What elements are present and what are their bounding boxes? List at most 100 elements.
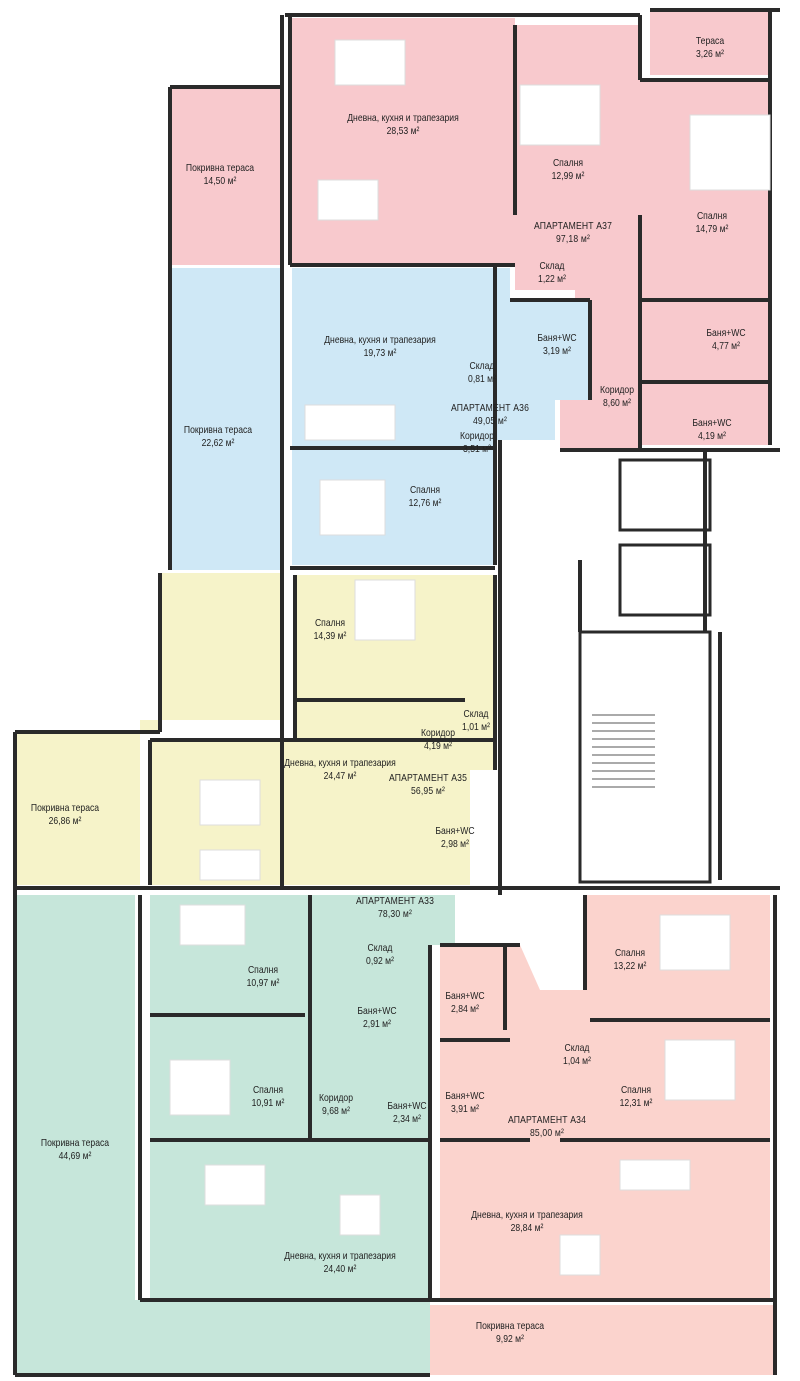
furniture (339, 1194, 381, 1236)
room-name: Дневна, кухня и трапезария (284, 1250, 396, 1262)
room-name: Тераса (695, 35, 725, 47)
shaft (618, 458, 712, 532)
room-area: 8,60 м² (603, 397, 631, 409)
furniture (304, 404, 396, 441)
room-area: 12,76 м² (408, 497, 442, 509)
furniture (317, 179, 379, 221)
room-area: 44,69 м² (58, 1150, 92, 1162)
room-area: 10,97 м² (246, 977, 280, 989)
terrace-a34 (430, 1305, 775, 1375)
room-name: Дневна, кухня и трапезария (324, 334, 436, 346)
furniture (689, 114, 771, 191)
room-name: Покривна тераса (30, 802, 100, 814)
room-area: 2,84 м² (451, 1003, 479, 1015)
room-area: 4,19 м² (424, 740, 452, 752)
room-area: 49,05 м² (472, 415, 508, 427)
room-name: Склад (469, 360, 495, 372)
room-name: Спалня (552, 157, 584, 169)
room-name: АПАРТАМЕНТ А37 (533, 220, 613, 232)
room-area: 24,40 м² (323, 1263, 357, 1275)
zone-a37-terrace (650, 12, 770, 75)
room-area: 0,92 м² (366, 955, 394, 967)
room-name: Склад (463, 708, 489, 720)
terrace-a35 (15, 573, 282, 885)
terrace-a37 (170, 87, 282, 265)
room-area: 10,91 м² (251, 1097, 285, 1109)
room-name: Дневна, кухня и трапезария (284, 757, 396, 769)
room-area: 3,91 м² (451, 1103, 479, 1115)
room-area: 14,39 м² (313, 630, 347, 642)
room-area: 26,86 м² (48, 815, 82, 827)
room-name: Покривна тераса (185, 162, 255, 174)
room-area: 22,62 м² (201, 437, 235, 449)
room-area: 28,84 м² (510, 1222, 544, 1234)
room-name: Спалня (409, 484, 441, 496)
room-name: Спалня (247, 964, 279, 976)
room-name: АПАРТАМЕНТ А36 (450, 402, 530, 414)
room-name: Коридор (599, 384, 635, 396)
furniture (319, 479, 386, 536)
room-area: 85,00 м² (529, 1127, 565, 1139)
terrace-a33 (15, 895, 430, 1375)
room-name: Баня+WC (357, 1005, 397, 1017)
room-area: 9,68 м² (322, 1105, 350, 1117)
room-name: Баня+WC (692, 417, 732, 429)
room-area: 3,26 м² (696, 48, 724, 60)
room-area: 97,18 м² (555, 233, 591, 245)
room-area: 19,73 м² (363, 347, 397, 359)
room-area: 4,19 м² (698, 430, 726, 442)
room-name: Покривна тераса (183, 424, 253, 436)
room-area: 9,92 м² (496, 1333, 524, 1345)
furniture (659, 914, 731, 971)
room-name: Дневна, кухня и трапезария (471, 1209, 583, 1221)
room-name: Коридор (318, 1092, 354, 1104)
room-name: АПАРТАМЕНТ А33 (355, 895, 435, 907)
room-name: Баня+WC (435, 825, 475, 837)
room-name: Склад (367, 942, 393, 954)
room-area: 1,04 м² (563, 1055, 591, 1067)
room-name: Склад (564, 1042, 590, 1054)
room-area: 0,81 м² (468, 373, 496, 385)
room-area: 56,95 м² (410, 785, 446, 797)
room-area: 3,19 м² (543, 345, 571, 357)
room-name: АПАРТАМЕНТ А35 (388, 772, 468, 784)
room-area: 14,50 м² (203, 175, 237, 187)
furniture (334, 39, 406, 86)
room-name: Баня+WC (537, 332, 577, 344)
zone-a34 (440, 895, 770, 1300)
furniture (169, 1059, 231, 1116)
room-name: Спалня (696, 210, 728, 222)
room-area: 1,01 м² (462, 721, 490, 733)
furniture (519, 84, 601, 146)
room-area: 78,30 м² (377, 908, 413, 920)
room-name: АПАРТАМЕНТ А34 (507, 1114, 587, 1126)
room-area: 13,22 м² (613, 960, 647, 972)
